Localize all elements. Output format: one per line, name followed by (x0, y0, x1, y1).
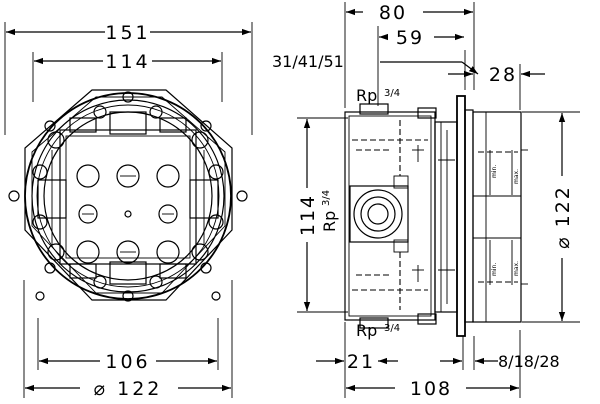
dim-21-label: 21 (347, 351, 375, 373)
dim-106-label: 106 (105, 351, 150, 373)
dim-diameter-122-top: ⌀ 122 (25, 378, 231, 400)
dim-diameter-122-top-label: ⌀ 122 (94, 378, 163, 400)
dim-8-18-28: 8/18/28 (440, 352, 560, 371)
dim-80-label: 80 (379, 2, 407, 24)
rp-bottom-text: Rp (356, 321, 377, 340)
dim-59: 59 (379, 27, 464, 49)
mounting-box-top (8, 89, 248, 302)
dim-28-label: 28 (489, 64, 517, 86)
dim-151-label: 151 (105, 22, 150, 44)
side-view: 80 59 31/41/51 28 114 Rp 3/4 (272, 2, 580, 400)
rp-side-text: Rp (320, 211, 339, 232)
dim-31-41-51: 31/41/51 (272, 52, 479, 75)
dim-59-label: 59 (396, 27, 424, 49)
min-max-labels: min. max. min. max. (491, 165, 520, 276)
rp-top-text: Rp (356, 86, 377, 105)
dim-8-18-28-label: 8/18/28 (498, 352, 560, 371)
max-label-top: max. (513, 169, 520, 184)
dim-108: 108 (346, 378, 519, 400)
valve-body-side (344, 95, 528, 337)
dim-diameter-122-side: ⌀ 122 (552, 113, 574, 321)
side-view-extension-lines (297, 2, 580, 398)
dim-106: 106 (39, 351, 217, 373)
dim-80: 80 (346, 2, 473, 24)
rp-bottom-fraction: 3/4 (384, 323, 400, 334)
dim-114-side: 114 (297, 119, 319, 311)
min-label-bottom: min. (491, 263, 498, 276)
dim-21: 21 (316, 351, 398, 373)
dim-114-top: 114 (34, 51, 221, 73)
dim-114-side-label: 114 (297, 194, 319, 236)
dim-108-label: 108 (410, 378, 452, 400)
top-view-extension-lines (4, 22, 253, 398)
max-label-bottom: max. (513, 261, 520, 276)
dim-diameter-122-side-label: ⌀ 122 (552, 185, 574, 249)
dim-114-top-label: 114 (105, 51, 150, 73)
rp-bottom-label: Rp 3/4 (356, 321, 400, 340)
rp-top-label: Rp 3/4 (356, 86, 400, 105)
min-label-top: min. (491, 165, 498, 178)
rp-side-label: Rp 3/4 (320, 190, 339, 232)
dim-151: 151 (6, 22, 251, 44)
top-view: 151 114 106 ⌀ 122 (4, 22, 253, 400)
rp-top-fraction: 3/4 (384, 88, 400, 99)
rp-side-fraction: 3/4 (321, 190, 332, 206)
dim-31-41-51-label: 31/41/51 (272, 52, 344, 71)
dim-28: 28 (448, 64, 545, 86)
